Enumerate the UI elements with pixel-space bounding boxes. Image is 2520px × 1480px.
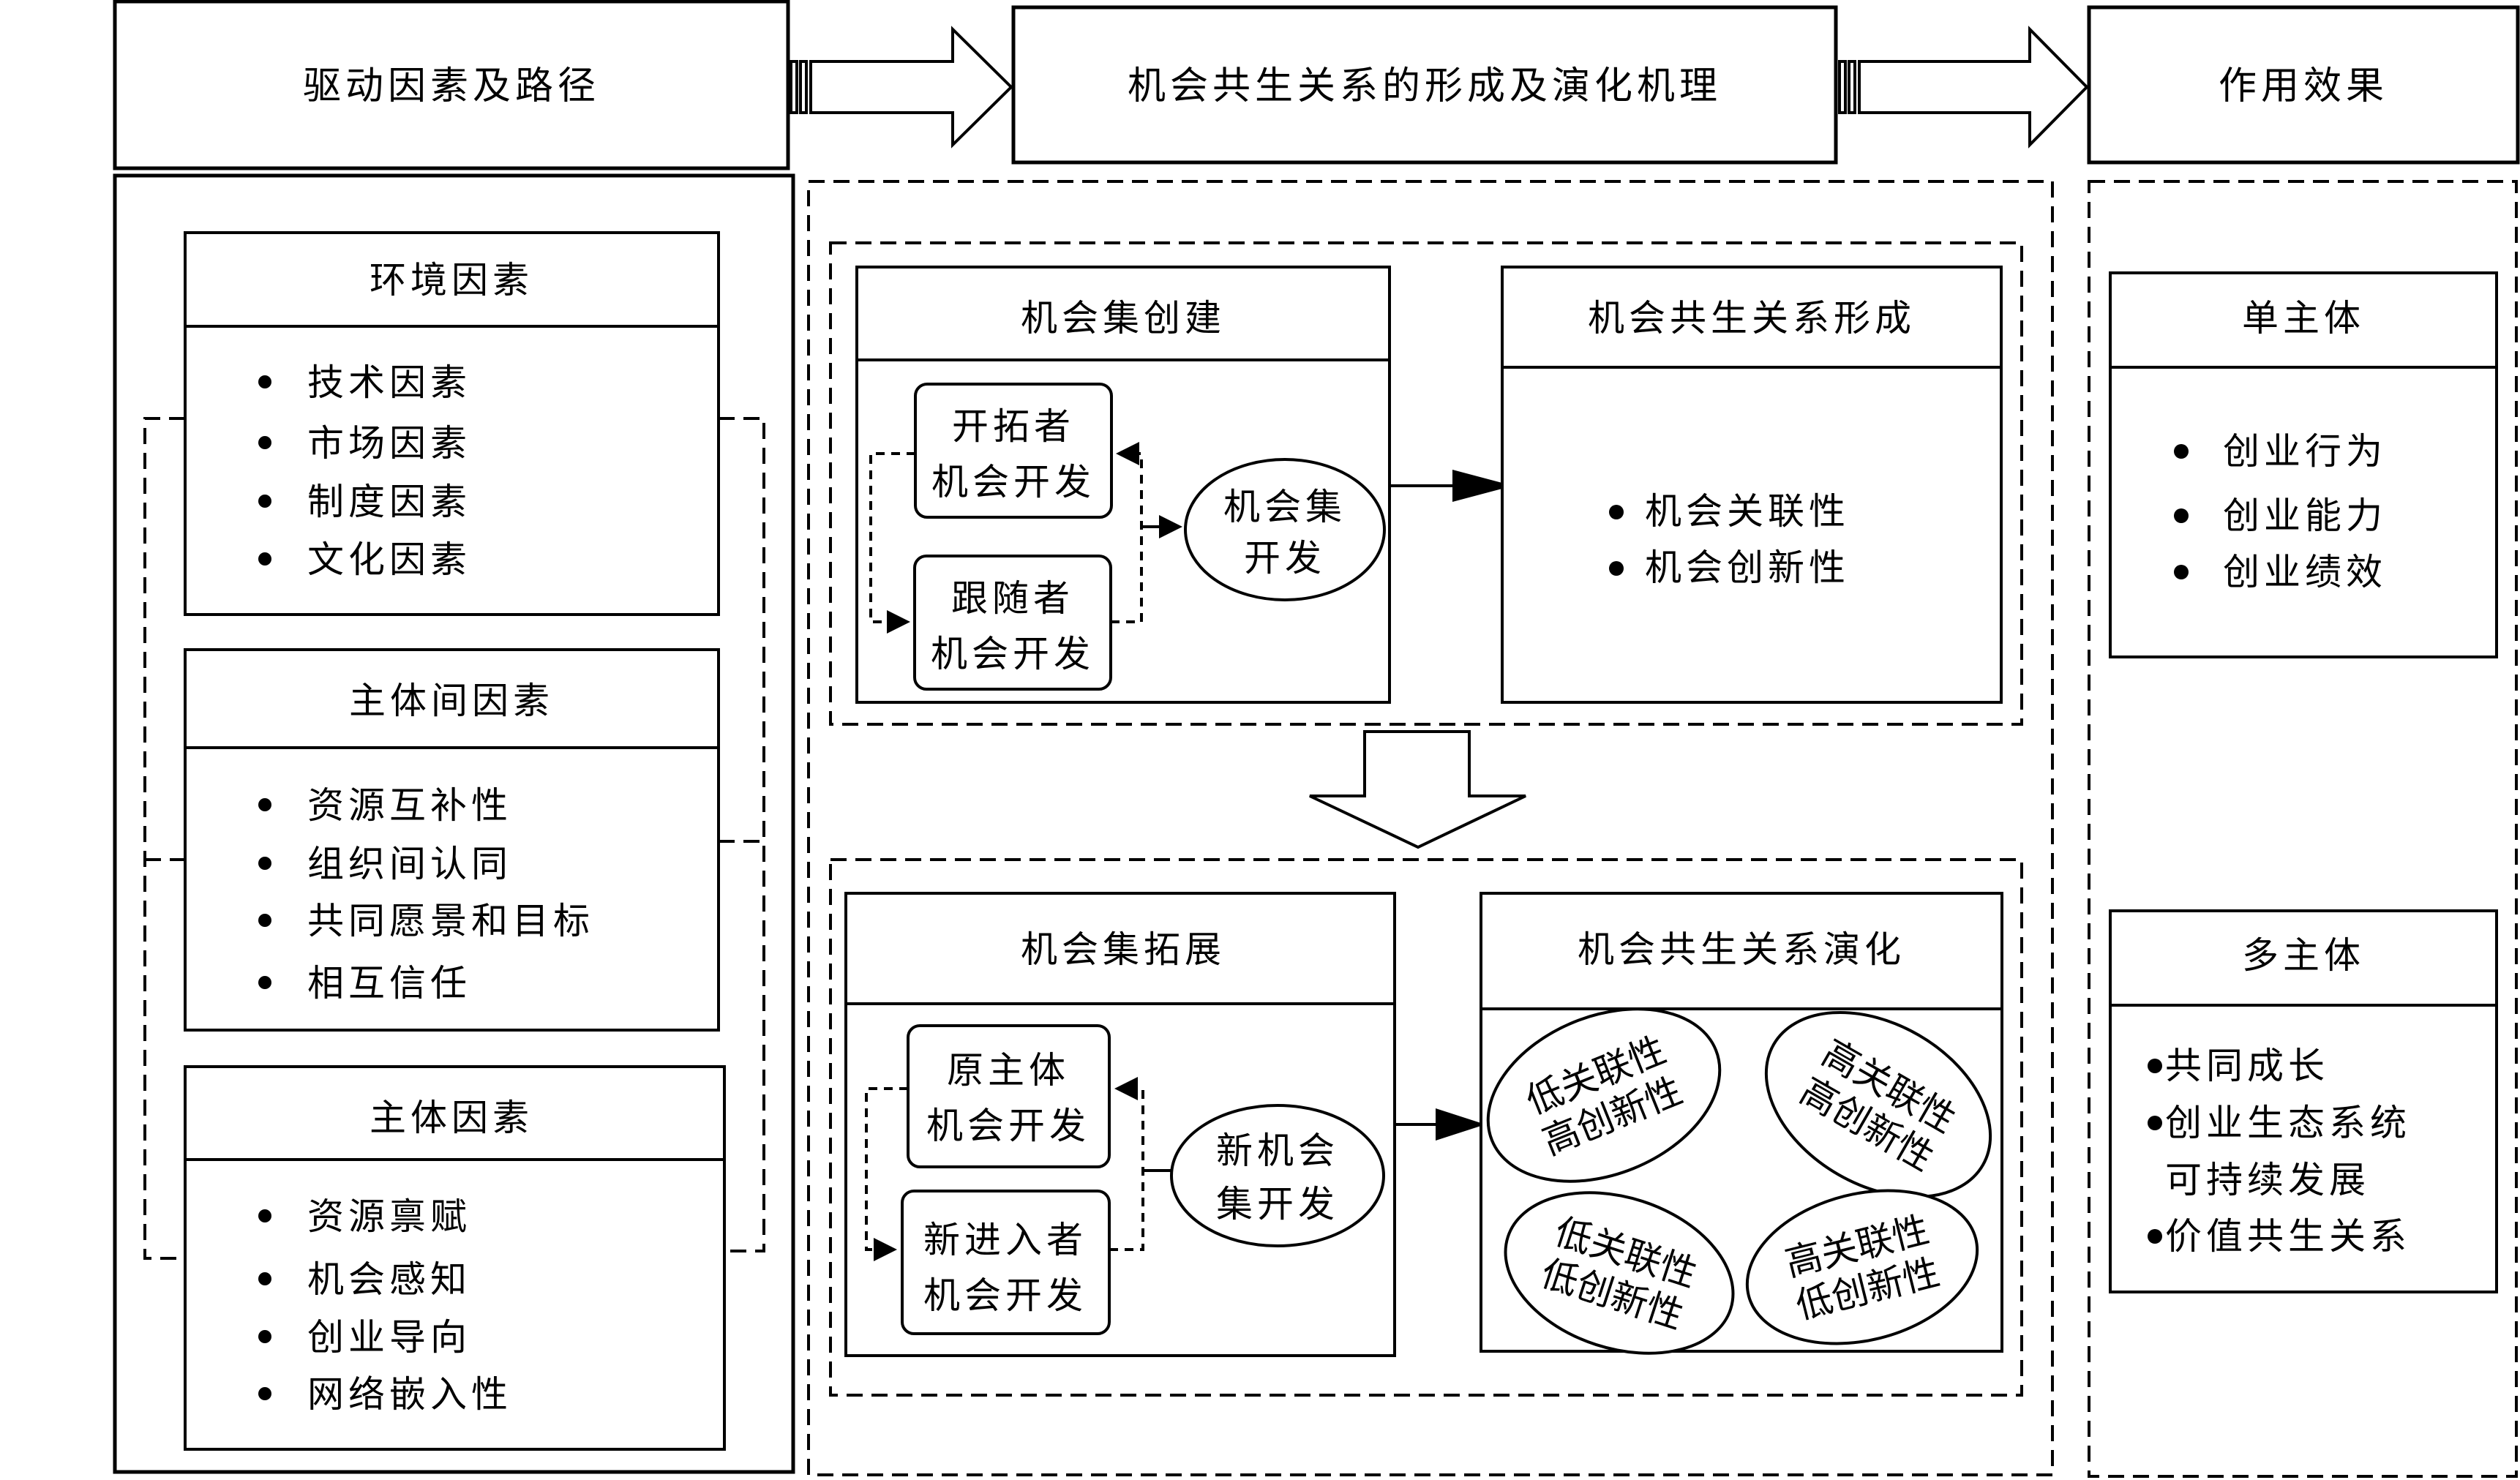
drivers-bracket-left xyxy=(143,417,185,1260)
expansion-dashed-links xyxy=(865,1077,1171,1261)
opportunity-set-creation-box: 机会集创建 开拓者 机会开发 跟随者 机会开发 机会集 开发 xyxy=(855,266,1391,704)
quadrant-low-relevance-high-innovation: 低关联性 高创新性 xyxy=(1486,1007,1722,1183)
effects-panel xyxy=(2088,180,2518,1478)
multi-subject-item: 共同成长 xyxy=(2165,1045,2329,1087)
header-arrow-1 xyxy=(790,26,1013,149)
header-mechanism-label: 机会共生关系的形成及演化机理 xyxy=(1128,64,1722,108)
multi-subject-item: 价值共生关系 xyxy=(2165,1215,2411,1258)
header-drivers: 驱动因素及路径 xyxy=(113,0,790,170)
environment-item: 市场因素 xyxy=(307,422,471,465)
subject-factors-list: 资源禀赋 机会感知 创业导向 网络嵌入性 xyxy=(258,1195,512,1416)
inter-subject-item: 共同愿景和目标 xyxy=(307,900,594,942)
single-subject-item: 创业绩效 xyxy=(2223,551,2387,593)
formation-arrow xyxy=(1390,470,1513,502)
original-subject-opportunity-dev: 原主体 机会开发 xyxy=(907,1024,1111,1168)
new-set-dev-label-1: 新机会 xyxy=(1216,1130,1339,1172)
environment-factors-title: 环境因素 xyxy=(370,259,533,301)
symbiosis-formation-title: 机会共生关系形成 xyxy=(1588,297,1916,339)
entrant-label-1: 新进入者 xyxy=(923,1219,1087,1261)
single-subject-item: 创业行为 xyxy=(2223,430,2387,473)
opportunity-set-expansion-title: 机会集拓展 xyxy=(1021,928,1226,971)
opportunity-set-expansion-box: 机会集拓展 原主体 机会开发 新进入者 机会开发 新机会 集开发 xyxy=(844,892,1396,1357)
subject-item: 创业导向 xyxy=(307,1316,471,1359)
inter-subject-factors-box: 主体间因素 资源互补性 组织间认同 共同愿景和目标 相互信任 xyxy=(184,648,720,1032)
inter-subject-item: 组织间认同 xyxy=(307,843,512,885)
opportunity-set-creation-title: 机会集创建 xyxy=(1021,297,1226,339)
new-entrant-opportunity-dev: 新进入者 机会开发 xyxy=(901,1190,1111,1335)
quadrant-low-relevance-low-innovation: 低关联性 低创新性 xyxy=(1504,1191,1735,1355)
environment-item: 制度因素 xyxy=(307,481,471,523)
original-label-2: 机会开发 xyxy=(926,1105,1090,1147)
inter-subject-item: 相互信任 xyxy=(307,962,471,1004)
subject-item: 资源禀赋 xyxy=(307,1195,471,1238)
evolution-stage xyxy=(829,858,2023,1397)
environment-item: 文化因素 xyxy=(307,538,471,581)
formation-stage xyxy=(829,241,2023,726)
subject-item: 机会感知 xyxy=(307,1258,471,1301)
subject-item: 网络嵌入性 xyxy=(307,1373,512,1416)
drivers-bracket-right xyxy=(719,417,765,1252)
follower-opportunity-dev: 跟随者 机会开发 xyxy=(913,555,1112,691)
header-arrow-2 xyxy=(1838,26,2089,149)
follower-label-1: 跟随者 xyxy=(951,577,1074,620)
single-subject-box: 单主体 创业行为 创业能力 创业绩效 xyxy=(2109,271,2498,658)
down-arrow xyxy=(1309,730,1526,849)
quadrant-high-relevance-low-innovation: 高关联性 低创新性 xyxy=(1745,1189,1979,1345)
set-development-ellipse: 机会集 开发 xyxy=(1184,458,1386,601)
multi-subject-title: 多主体 xyxy=(2242,934,2365,977)
subject-factors-box: 主体因素 资源禀赋 机会感知 创业导向 网络嵌入性 xyxy=(184,1065,726,1451)
pioneer-label-1: 开拓者 xyxy=(952,405,1075,448)
set-dev-label-2: 开发 xyxy=(1244,537,1326,579)
symbiosis-evolution-title: 机会共生关系演化 xyxy=(1578,928,1905,971)
header-effects-label: 作用效果 xyxy=(2219,64,2388,108)
inter-subject-factors-title: 主体间因素 xyxy=(349,680,554,722)
creation-dashed-links xyxy=(869,442,1182,634)
symbiosis-evolution-box: 机会共生关系演化 低关联性 高创新性 高关联性 高创新性 低关联性 低创新性 高… xyxy=(1480,892,2003,1355)
subject-factors-title: 主体因素 xyxy=(370,1097,533,1139)
new-set-dev-label-2: 集开发 xyxy=(1216,1183,1339,1225)
entrant-label-2: 机会开发 xyxy=(923,1274,1087,1317)
new-set-development-ellipse: 新机会 集开发 xyxy=(1170,1104,1385,1247)
environment-factors-box: 环境因素 技术因素 市场因素 制度因素 文化因素 xyxy=(184,231,720,616)
header-drivers-label: 驱动因素及路径 xyxy=(303,64,600,108)
inter-subject-factors-list: 资源互补性 组织间认同 共同愿景和目标 相互信任 xyxy=(258,784,594,1004)
header-effects: 作用效果 xyxy=(2087,5,2520,165)
pioneer-label-2: 机会开发 xyxy=(931,461,1095,503)
symbiosis-formation-box: 机会共生关系形成 机会关联性 机会创新性 xyxy=(1501,266,2003,704)
set-dev-label-1: 机会集 xyxy=(1223,486,1346,528)
quadrant-high-relevance-high-innovation: 高关联性 高创新性 xyxy=(1764,1010,1992,1199)
environment-factors-list: 技术因素 市场因素 制度因素 文化因素 xyxy=(258,361,471,581)
mechanism-panel xyxy=(807,180,2054,1476)
pioneer-opportunity-dev: 开拓者 机会开发 xyxy=(914,383,1113,519)
inter-subject-item: 资源互补性 xyxy=(307,784,512,827)
multi-subject-item: 创业生态系统 xyxy=(2165,1102,2411,1144)
multi-subject-box: 多主体 共同成长 创业生态系统 可持续发展 价值共生关系 xyxy=(2109,909,2498,1293)
environment-item: 技术因素 xyxy=(307,361,471,404)
multi-subject-item-cont: 可持续发展 xyxy=(2165,1159,2370,1201)
header-mechanism: 机会共生关系的形成及演化机理 xyxy=(1011,5,1838,165)
formation-item: 机会关联性 xyxy=(1645,490,1850,533)
formation-item: 机会创新性 xyxy=(1645,546,1850,589)
single-subject-item: 创业能力 xyxy=(2223,495,2387,537)
follower-label-2: 机会开发 xyxy=(931,633,1095,675)
single-subject-title: 单主体 xyxy=(2242,297,2365,339)
original-label-1: 原主体 xyxy=(947,1049,1070,1092)
evolution-arrow xyxy=(1395,1108,1485,1141)
